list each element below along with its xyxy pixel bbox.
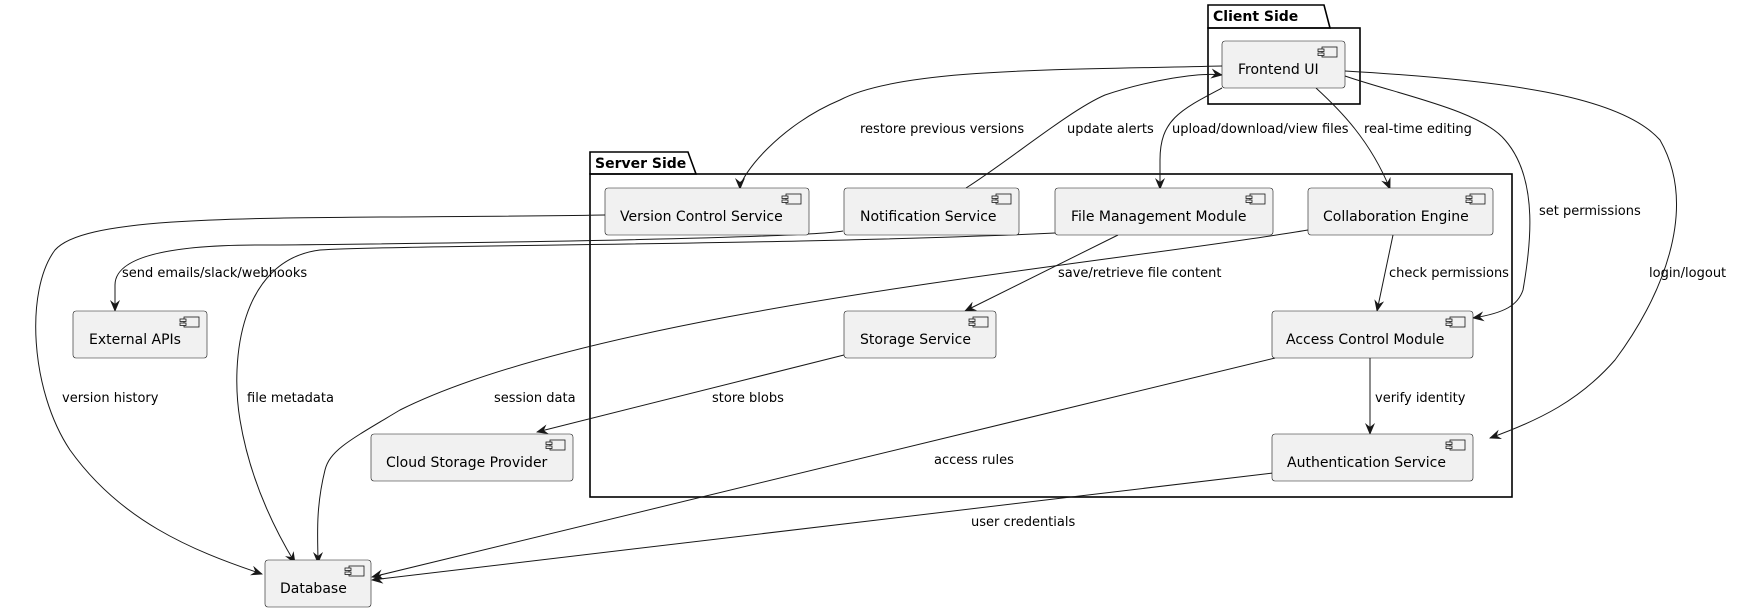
edge-label-restore-previous-versions: restore previous versions — [860, 122, 1024, 137]
component-label: Cloud Storage Provider — [386, 455, 548, 471]
component-icon — [344, 565, 365, 577]
component-authentication-service[interactable]: Authentication Service — [1271, 433, 1474, 482]
edge-label-send-emails: send emails/slack/webhooks — [122, 266, 307, 281]
edge-label-access-rules: access rules — [934, 453, 1014, 468]
component-collaboration-engine[interactable]: Collaboration Engine — [1307, 187, 1494, 236]
edge-update-alerts — [965, 68, 1223, 189]
component-icon — [781, 193, 802, 205]
edge-label-verify-identity: verify identity — [1375, 391, 1466, 406]
edges: restore previous versions update alerts … — [35, 65, 1726, 584]
edge-real-time-editing — [1315, 87, 1391, 190]
component-icon — [1465, 193, 1486, 205]
edge-set-permissions — [1344, 75, 1531, 322]
component-label: Database — [280, 581, 347, 597]
component-label: Frontend UI — [1238, 62, 1319, 78]
component-label: Access Control Module — [1286, 332, 1444, 348]
edge-store-blobs — [536, 354, 845, 435]
component-icon — [991, 193, 1012, 205]
edge-label-file-metadata: file metadata — [247, 391, 334, 406]
package-title-server-side: Server Side — [595, 156, 686, 172]
component-label: Notification Service — [860, 209, 997, 225]
edge-check-permissions — [1374, 234, 1394, 312]
component-label: Collaboration Engine — [1323, 209, 1469, 225]
edge-upload-download-view-files — [1155, 87, 1223, 190]
component-icon — [1445, 316, 1466, 328]
component-storage-service[interactable]: Storage Service — [843, 310, 997, 359]
edge-label-version-history: version history — [62, 391, 159, 406]
edge-label-update-alerts: update alerts — [1067, 122, 1154, 137]
package-client-side: Client Side — [1207, 4, 1361, 105]
component-icon — [179, 316, 200, 328]
component-cloud-storage-provider[interactable]: Cloud Storage Provider — [370, 433, 574, 482]
edge-label-set-permissions: set permissions — [1539, 204, 1641, 219]
edge-login-logout — [1344, 70, 1677, 439]
component-icon — [1445, 439, 1466, 451]
edge-label-save-retrieve-file-content: save/retrieve file content — [1058, 266, 1221, 281]
edge-version-history — [35, 214, 606, 576]
edge-label-session-data: session data — [494, 391, 576, 406]
edge-label-check-permissions: check permissions — [1389, 266, 1509, 281]
component-frontend-ui[interactable]: Frontend UI — [1221, 40, 1346, 89]
package-server-side: Server Side — [589, 151, 1513, 498]
component-external-apis[interactable]: External APIs — [72, 310, 208, 359]
edge-file-metadata — [236, 232, 1056, 564]
component-label: External APIs — [89, 332, 181, 348]
component-icon — [1245, 193, 1266, 205]
component-label: Authentication Service — [1287, 455, 1446, 471]
component-file-management-module[interactable]: File Management Module — [1054, 187, 1274, 236]
component-label: File Management Module — [1071, 209, 1246, 225]
edge-save-retrieve-file-content — [964, 234, 1119, 312]
component-icon — [968, 316, 989, 328]
edge-label-user-credentials: user credentials — [971, 515, 1075, 530]
edge-label-store-blobs: store blobs — [712, 391, 784, 406]
edge-session-data — [312, 229, 1309, 564]
component-label: Version Control Service — [620, 209, 783, 225]
component-database[interactable]: Database — [264, 559, 372, 608]
package-title-client-side: Client Side — [1213, 9, 1298, 25]
component-label: Storage Service — [860, 332, 971, 348]
edge-label-login-logout: login/logout — [1649, 266, 1726, 281]
edge-restore-previous-versions — [735, 65, 1223, 190]
edge-send-emails — [110, 230, 844, 312]
component-version-control-service[interactable]: Version Control Service — [604, 187, 810, 236]
component-icon — [1317, 46, 1338, 58]
component-icon — [545, 439, 566, 451]
component-notification-service[interactable]: Notification Service — [843, 187, 1020, 236]
edge-label-real-time-editing: real-time editing — [1364, 122, 1472, 137]
edge-label-upload-download-view-files: upload/download/view files — [1172, 122, 1349, 137]
edge-user-credentials — [371, 472, 1274, 584]
component-access-control-module[interactable]: Access Control Module — [1271, 310, 1474, 359]
edge-access-rules — [371, 357, 1276, 580]
